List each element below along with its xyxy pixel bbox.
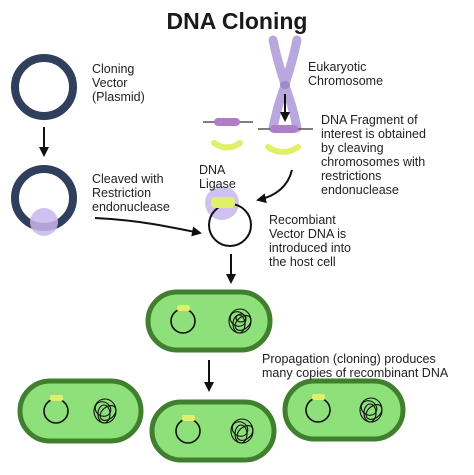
host-cell-copy-left — [17, 378, 144, 444]
dna-fragment-right — [258, 125, 313, 133]
label-propagation: Propagation (cloning) produces many copi… — [262, 352, 449, 380]
arrow-cleaved-to-recombinant — [94, 217, 202, 237]
host-cell-top — [145, 289, 273, 353]
host-cell-copy-middle — [149, 399, 277, 463]
insert-fragment-right — [265, 144, 301, 155]
label-dna-ligase: DNA Ligase — [199, 163, 236, 191]
label-eukaryotic-chromosome: Eukaryotic Chromosome — [308, 60, 384, 88]
eukaryotic-chromosome — [268, 35, 302, 133]
label-recombinant: Recombiant Vector DNA is introduced into… — [269, 213, 352, 269]
label-cleaved: Cleaved with Restriction endonuclease — [92, 172, 170, 214]
dna-fragment-left — [203, 118, 253, 126]
arrow-fragment-to-ligase — [256, 169, 293, 204]
insert-fragment-left — [211, 140, 243, 151]
plasmid-vector — [11, 54, 77, 120]
recombinant-insert — [211, 197, 235, 208]
diagram-title: DNA Cloning — [166, 8, 308, 34]
label-cloning-vector: Cloning Vector (Plasmid) — [92, 62, 145, 104]
restriction-enzyme-blob — [30, 208, 58, 236]
host-cell-copy-right — [282, 378, 406, 442]
label-dna-fragment: DNA Fragment of interest is obtained by … — [321, 113, 426, 197]
